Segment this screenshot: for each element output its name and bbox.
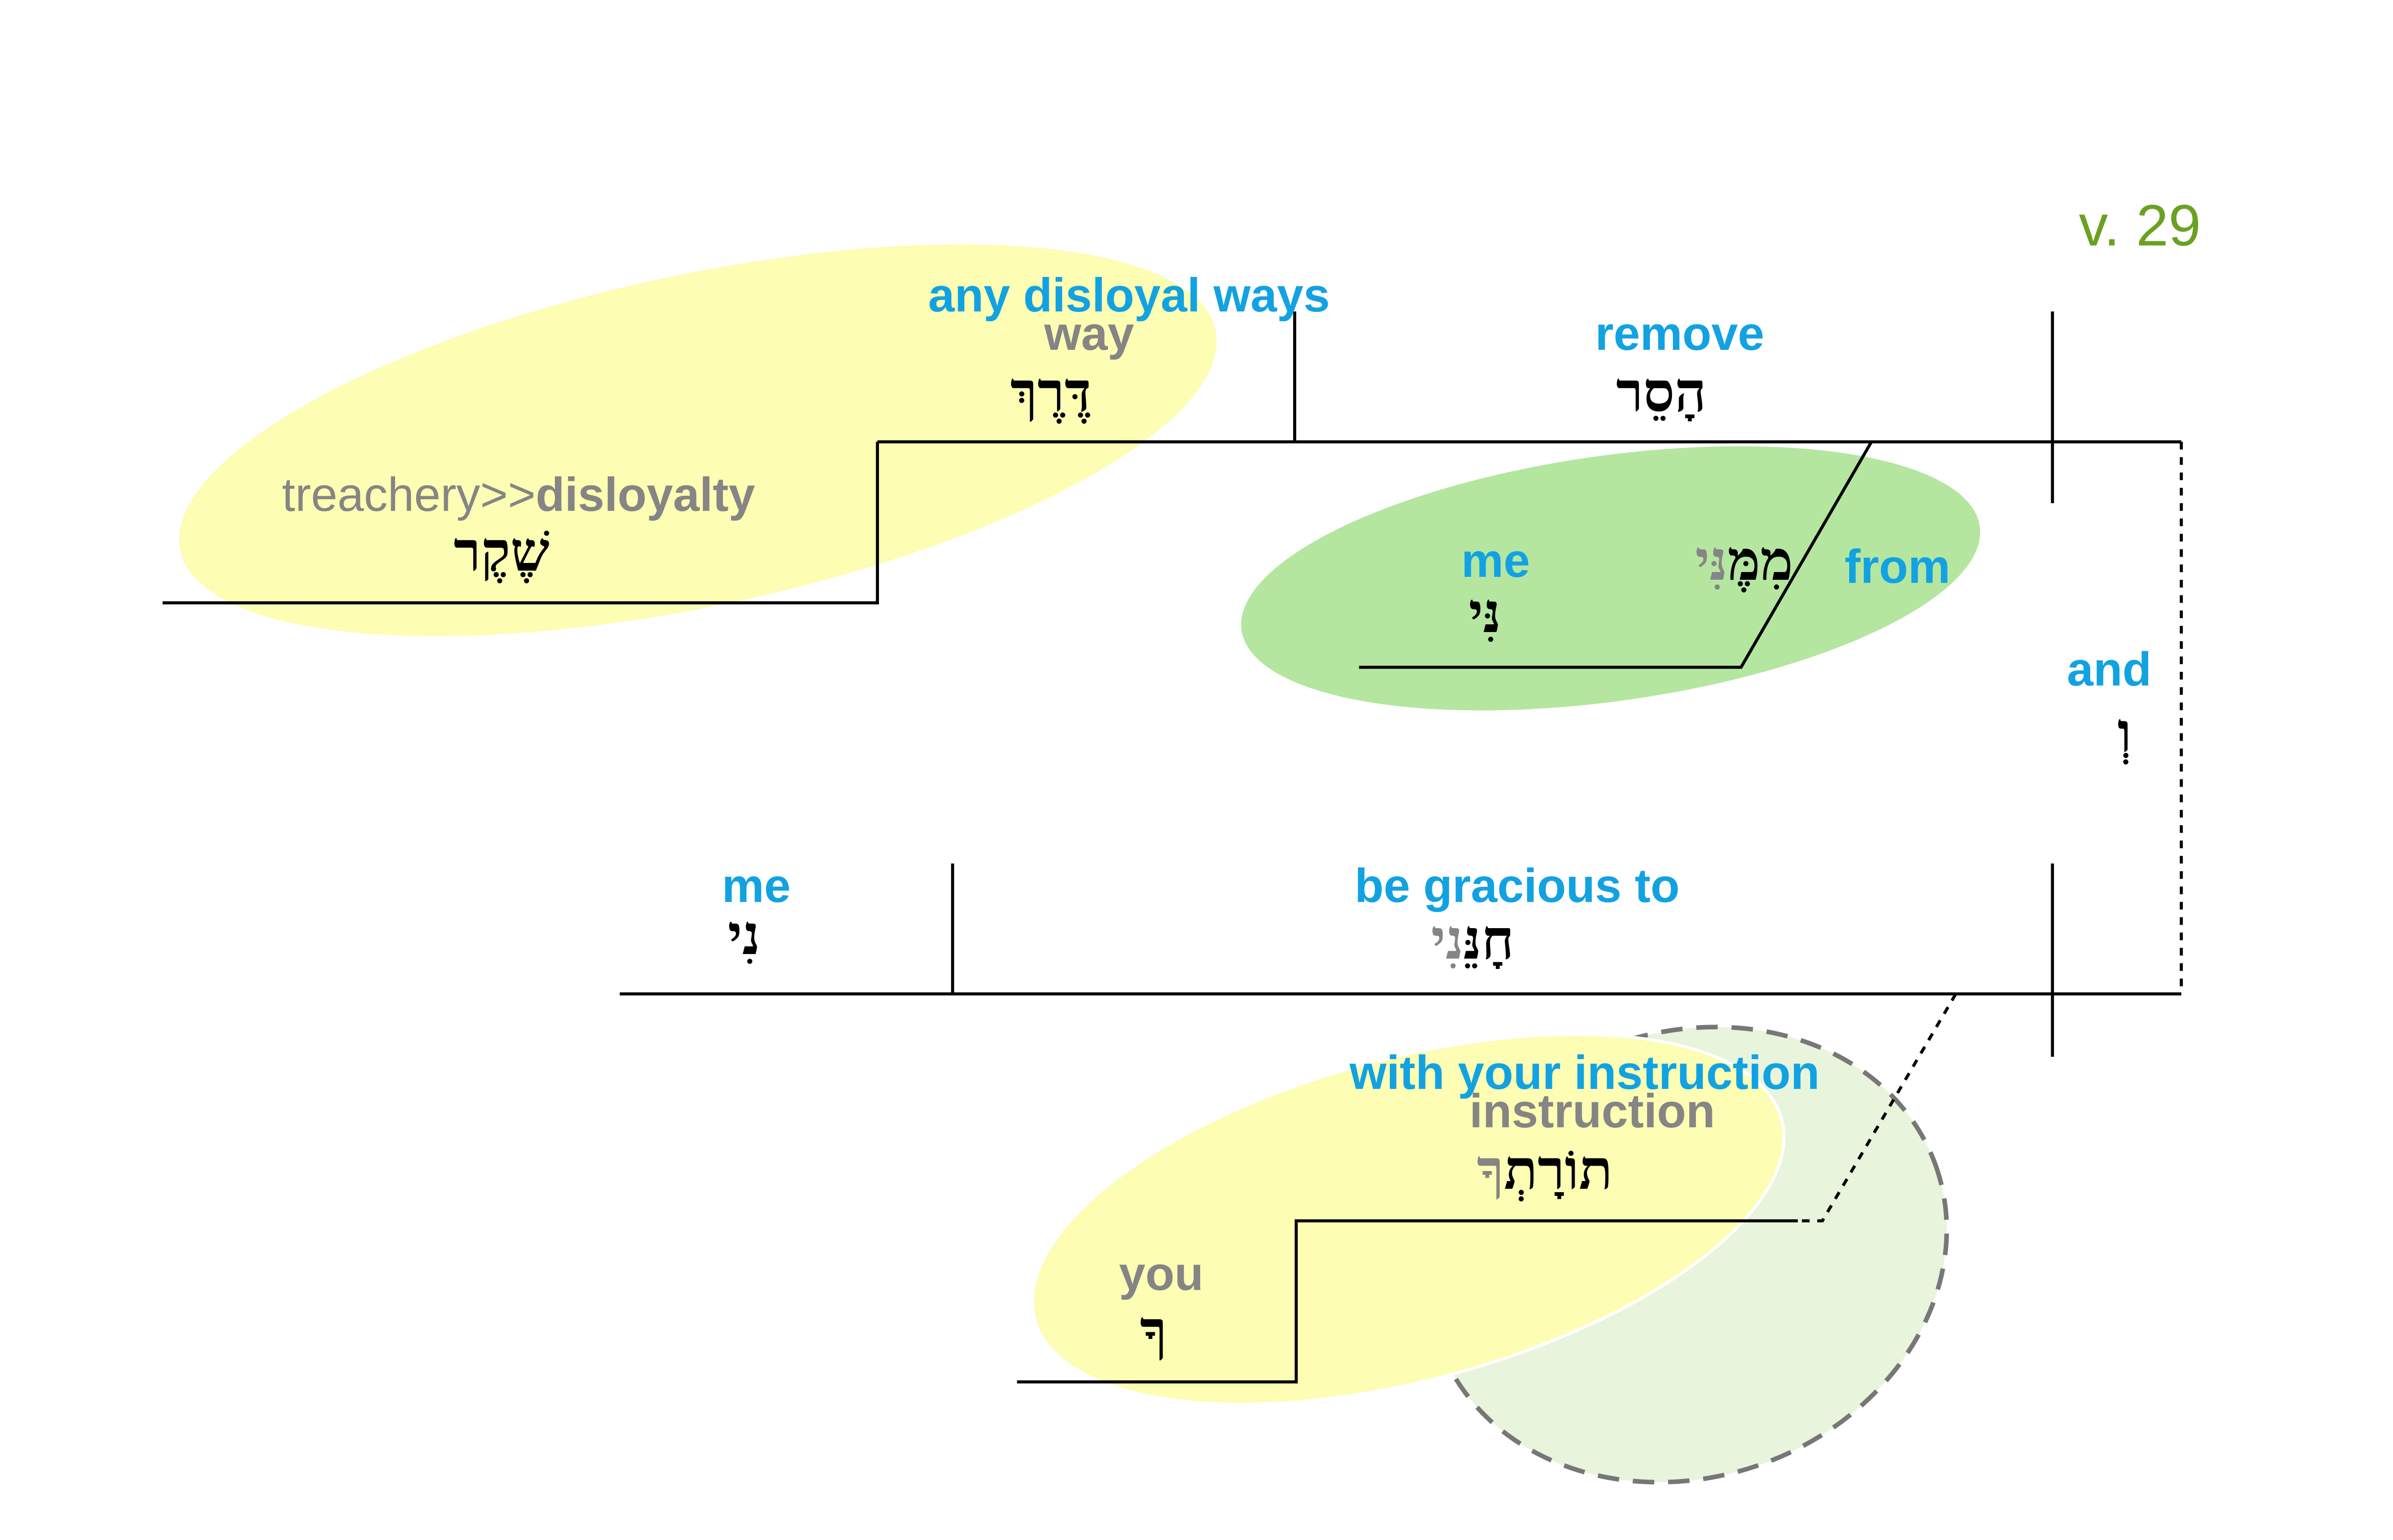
- english-be-gracious-to: be gracious to: [1355, 859, 1680, 912]
- hebrew-mimme: מִמֶּ: [1728, 528, 1793, 593]
- gloss-treachery: treachery>>: [282, 467, 536, 521]
- hebrew-kha-gray: ךָ: [1477, 1137, 1504, 1202]
- english-with-your-instruction: with your instruction: [1349, 1046, 1819, 1099]
- english-me-1: me: [1461, 534, 1530, 587]
- english-any-disloyal-ways: any disloyal ways: [928, 268, 1330, 322]
- english-me-2: me: [722, 859, 791, 912]
- highlight-from-me: [1241, 446, 1981, 711]
- gloss-disloyalty: treachery>>disloyalty: [282, 467, 755, 521]
- hebrew-torat: תוֹרָתְ: [1504, 1137, 1612, 1202]
- english-from: from: [1845, 540, 1950, 593]
- hebrew-kha: ךָ: [1140, 1298, 1167, 1363]
- hebrew-ni-1: נִּי: [1468, 581, 1501, 645]
- highlight-instruction: [1031, 1033, 1786, 1406]
- gloss-you: you: [1119, 1247, 1203, 1300]
- gloss-instruction: instruction: [1469, 1084, 1715, 1137]
- hebrew-haser: הָסֵר: [1616, 360, 1707, 425]
- hebrew-toratekha: תוֹרָתְךָ: [1477, 1137, 1613, 1202]
- english-and: and: [2067, 643, 2152, 696]
- hebrew-ve: וְ: [2117, 700, 2131, 765]
- hebrew-ni-2: נִי: [728, 903, 760, 967]
- hebrew-ni-gray: נִּי: [1695, 528, 1728, 593]
- english-remove: remove: [1595, 307, 1764, 360]
- hebrew-derek: דֶּרֶךְ: [1010, 360, 1091, 425]
- hebrew-mimmenni: מִמֶּנִּי: [1695, 528, 1793, 593]
- highlight-disloyal-ways: [179, 244, 1217, 636]
- gloss-disloyalty-bold: disloyalty: [536, 467, 755, 521]
- hebrew-channeni: חָנֵּנִי: [1431, 907, 1514, 972]
- hebrew-sheqer: שֶׁקֶר: [454, 519, 549, 584]
- diagram-lines: [162, 311, 2183, 1384]
- hebrew-ni-gray-2: נִי: [1431, 907, 1464, 972]
- hebrew-channe: חָנֵּ: [1464, 907, 1514, 972]
- verse-label: v. 29: [2079, 193, 2201, 258]
- gloss-way: way: [1044, 307, 1134, 360]
